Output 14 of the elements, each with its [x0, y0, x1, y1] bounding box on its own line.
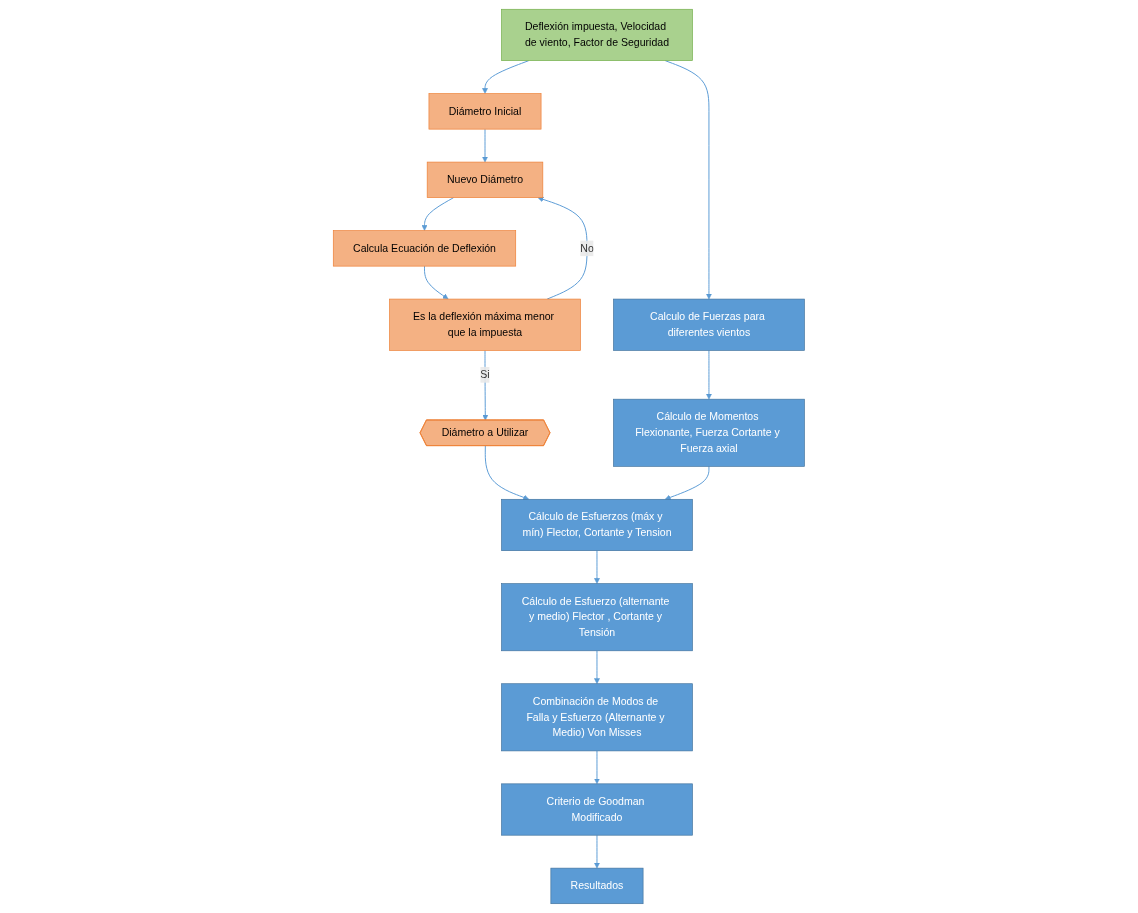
node-box: Combinación de Modos de Falla y Esfuerzo (Alternante y Medio) Von Misses: [501, 683, 693, 752]
node-box: Cálculo de Esfuerzos (máx y mín) Flector, Cortante y Tension: [501, 499, 693, 552]
node-box: Deflexión impuesta, Velocidad de viento, Factor de Seguridad: [501, 8, 693, 61]
edge-label: No: [580, 242, 594, 254]
node-box: Cálculo de Esfuerzo (alternante y medio) Flector , Cortante y Tensión: [501, 583, 693, 652]
node-box: Criterio de Goodman Modificado: [501, 783, 693, 836]
node-box: Nuevo Diámetro: [427, 161, 544, 198]
edge-label: Si: [480, 368, 490, 381]
node-box: Es la deflexión máxima menor que la impuesta: [389, 298, 581, 351]
node-box: Resultados: [550, 867, 644, 905]
node-box: Calcula Ecuación de Deflexión: [333, 230, 517, 267]
node-box: Cálculo de Momentos Flexionante, Fuerza Cortante y Fuerza axial: [613, 398, 805, 467]
node-box: Calculo de Fuerzas para diferentes vientos: [613, 298, 805, 351]
node-box: Diámetro Inicial: [428, 93, 542, 130]
